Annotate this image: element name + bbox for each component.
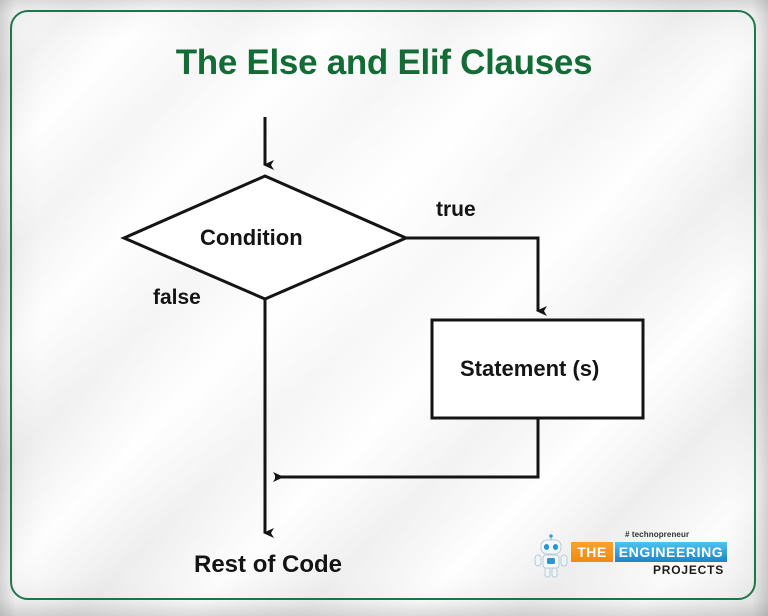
logo-word-projects: PROJECTS	[653, 563, 725, 577]
node-label-rest-of-code: Rest of Code	[194, 551, 343, 578]
node-statement-shape	[430, 318, 645, 420]
page-title: The Else and Elif Clauses	[175, 43, 593, 82]
robot-icon	[534, 534, 568, 578]
edge-true-to-statement	[406, 236, 547, 316]
edge-label-true: true	[436, 198, 476, 221]
brand-logo: # technopreneur THE ENGINEERING PROJECTS	[533, 530, 733, 582]
node-label-condition: Condition	[200, 225, 303, 250]
edge-statement-to-merge	[273, 418, 540, 482]
edge-label-false: false	[153, 286, 201, 309]
node-label-statement: Statement (s)	[460, 356, 600, 381]
logo-word-the: THE	[571, 542, 613, 562]
logo-word-engineering: ENGINEERING	[615, 542, 727, 562]
logo-tagline: # technopreneur	[625, 530, 690, 539]
